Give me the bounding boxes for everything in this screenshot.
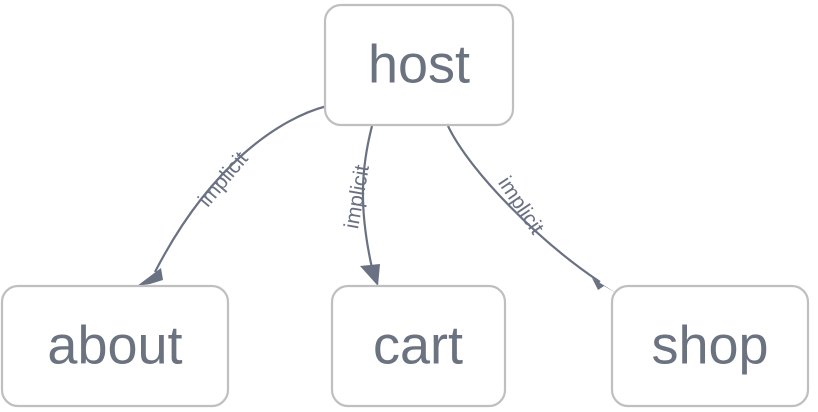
edge-host-about-label: implicit [194, 147, 253, 211]
node-cart-label: cart [373, 315, 463, 375]
edge-host-shop-label: implicit [493, 172, 548, 238]
node-cart-rect [330, 284, 507, 408]
node-about-label: about [47, 315, 182, 375]
edge-host-cart[interactable]: implicit [340, 125, 380, 286]
edge-host-about-path [154, 104, 328, 273]
edges-layer: implicit implicit implicit [137, 104, 618, 294]
node-about[interactable]: about [0, 284, 230, 408]
node-about-rect [0, 284, 230, 408]
edge-host-shop-path [447, 125, 601, 283]
edge-host-about-arrowhead [137, 268, 163, 286]
edge-host-cart-arrowhead [360, 264, 380, 286]
node-host-label: host [368, 34, 470, 94]
node-shop-rect [610, 284, 810, 408]
edge-host-shop-arrowhead [592, 278, 618, 294]
edge-host-cart-path [361, 125, 374, 269]
edge-host-cart-label: implicit [340, 163, 374, 230]
node-shop-label: shop [651, 315, 768, 375]
nodes-layer: host about cart shop [0, 3, 810, 408]
node-host-rect [323, 3, 515, 127]
node-shop[interactable]: shop [610, 284, 810, 408]
node-cart[interactable]: cart [330, 284, 507, 408]
edge-host-about[interactable]: implicit [137, 104, 328, 286]
edge-host-shop[interactable]: implicit [447, 125, 618, 294]
node-host[interactable]: host [323, 3, 515, 127]
